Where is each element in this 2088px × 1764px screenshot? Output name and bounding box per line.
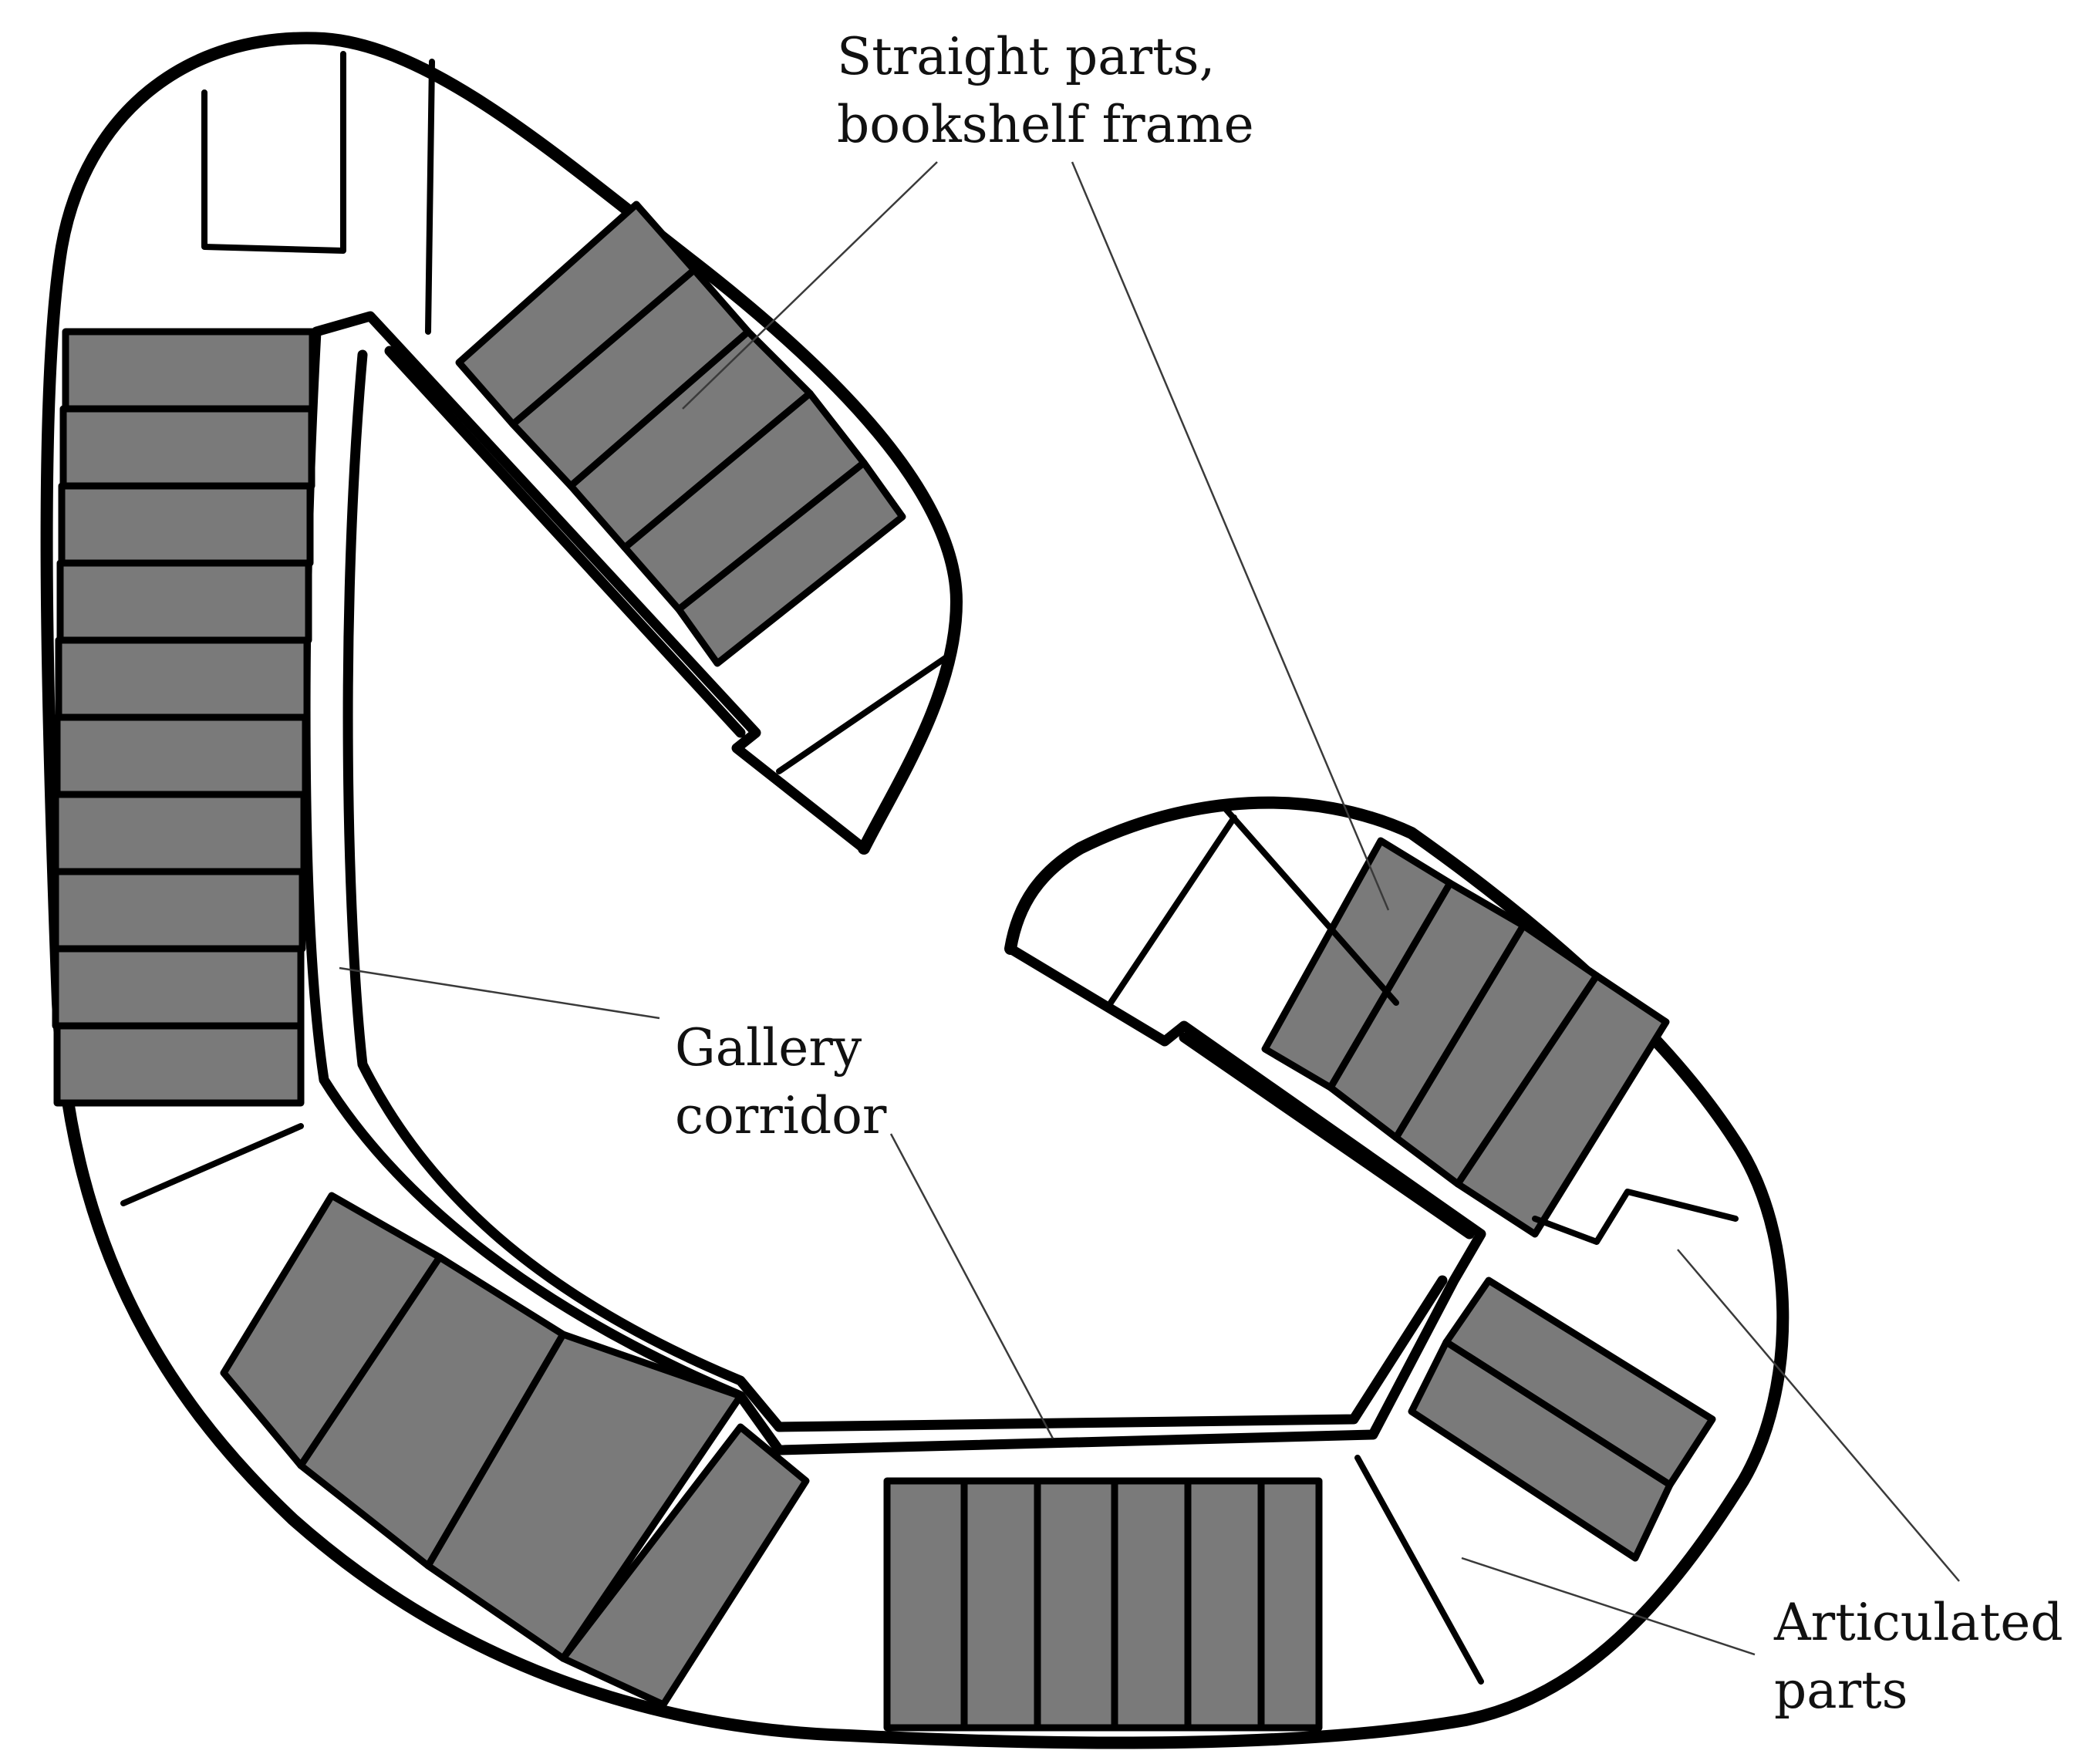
- shelf-group-bottom: [883, 1477, 1323, 1732]
- partition-line: [776, 653, 952, 774]
- shelf-segment: [55, 636, 311, 721]
- shelf-segment: [1257, 1477, 1323, 1732]
- shelf-segment: [1454, 972, 1670, 1238]
- partition-lines: [120, 51, 1739, 1685]
- shelf-segment: [883, 1477, 968, 1732]
- partition-line: [120, 1123, 304, 1206]
- shelf-group-lower-right: [1408, 1277, 1716, 1562]
- corridor-wall: [342, 346, 1475, 1432]
- shelf-group-lower-left: [220, 1192, 810, 1708]
- leader-gallery-bottom: [889, 1133, 1054, 1439]
- shelf-segment: [62, 328, 316, 413]
- shelf-segment: [53, 1022, 305, 1107]
- shelf-segment: [52, 868, 306, 953]
- shelf-segment: [52, 791, 308, 875]
- shelf-segment: [58, 482, 314, 567]
- label-straight-parts: Straight parts, bookshelf frame: [837, 23, 1254, 159]
- leader-articulated-lower: [1461, 1557, 1756, 1656]
- partition-line: [1354, 1455, 1484, 1685]
- leader-gallery-left: [339, 966, 660, 1020]
- label-gallery-line2: corridor: [675, 1086, 887, 1145]
- shelf-segment: [675, 459, 906, 667]
- shelf-segment: [1034, 1477, 1118, 1732]
- partition-line: [1532, 1189, 1739, 1245]
- leader-lines: [339, 161, 1960, 1656]
- label-articulated-line1: Articulated: [1774, 1593, 2063, 1652]
- label-articulated-parts: Articulated parts: [1774, 1589, 2063, 1725]
- shelf-segment: [1184, 1477, 1265, 1732]
- shelf-segment: [1408, 1338, 1674, 1562]
- partition-line: [1223, 807, 1399, 1006]
- leader-articulated-upper: [1677, 1249, 1960, 1582]
- label-straight-line1: Straight parts,: [837, 27, 1216, 86]
- label-straight-line2: bookshelf frame: [837, 95, 1254, 154]
- shelf-segment: [52, 945, 305, 1030]
- shelf-group-left: [52, 328, 316, 1107]
- leader-straight-left: [682, 161, 938, 410]
- label-articulated-line2: parts: [1774, 1661, 1908, 1720]
- shelf-segment: [424, 1331, 744, 1662]
- shelf-segment: [59, 405, 315, 490]
- shelf-segment: [56, 559, 312, 644]
- partition-line: [1108, 815, 1237, 1006]
- shelf-segment: [960, 1477, 1041, 1732]
- shelf-segment: [1111, 1477, 1192, 1732]
- partition-line: [201, 51, 346, 254]
- shelf-group-upper: [455, 201, 906, 667]
- shelf-group-right: [1261, 837, 1670, 1238]
- label-gallery-corridor: Gallery corridor: [675, 1014, 886, 1150]
- leader-straight-right: [1071, 161, 1390, 911]
- shelf-segment: [559, 1423, 810, 1708]
- partition-line: [425, 59, 435, 335]
- shelf-segment: [53, 713, 309, 798]
- label-gallery-line1: Gallery: [675, 1018, 862, 1078]
